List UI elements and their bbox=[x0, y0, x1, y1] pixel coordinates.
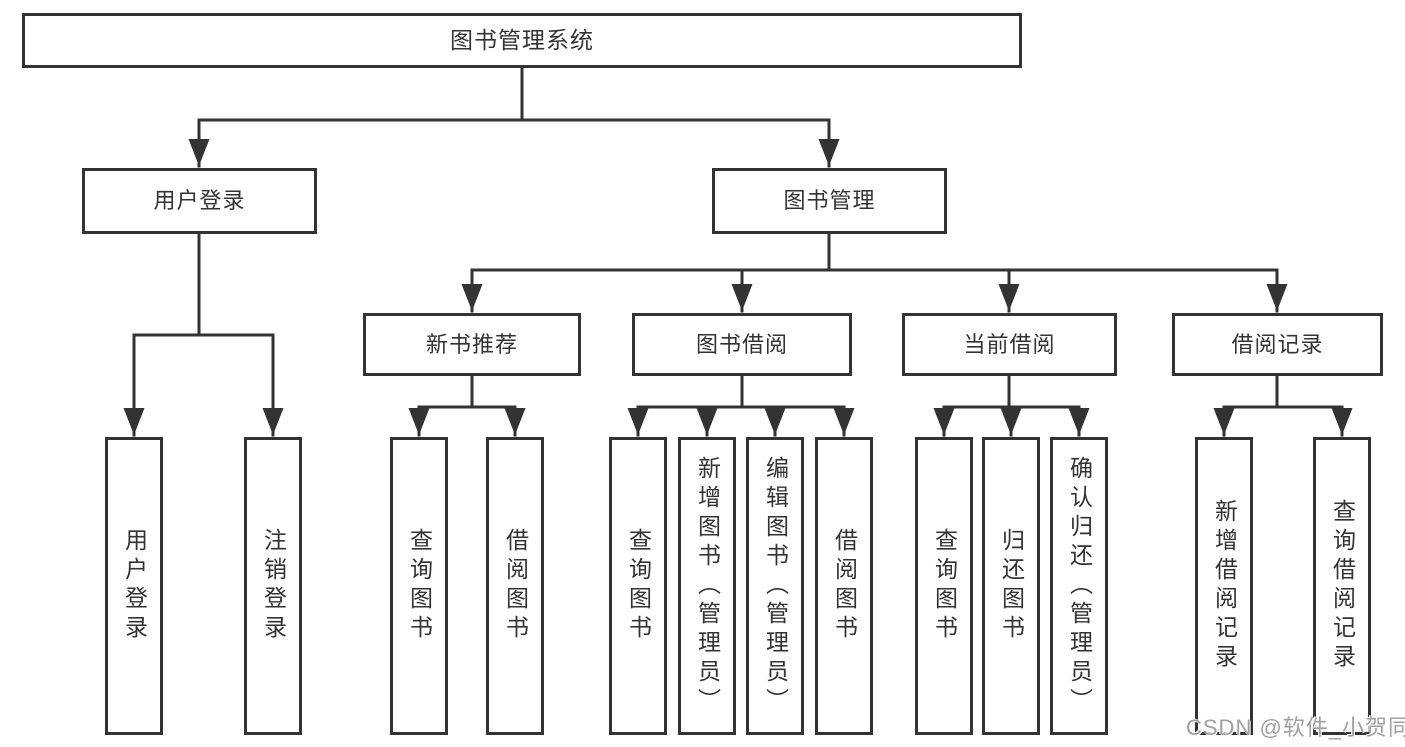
leaf-query-borrow-record: 查询借阅记录 bbox=[1313, 437, 1371, 735]
new-book-recommend-connectors bbox=[408, 374, 526, 437]
node-label: 图书借阅 bbox=[695, 331, 788, 357]
leaf-logout: 注销登录 bbox=[244, 437, 302, 735]
leaf-label: 查询借阅记录 bbox=[1329, 499, 1356, 673]
node-current-borrow: 当前借阅 bbox=[902, 313, 1117, 376]
leaf-label: 用户登录 bbox=[121, 528, 148, 644]
leaf-query-books-1: 查询图书 bbox=[390, 437, 448, 735]
leaf-confirm-return-admin: 确认归还（管理员） bbox=[1050, 437, 1108, 735]
current-borrow-connectors bbox=[933, 374, 1090, 437]
leaf-label: 归还图书 bbox=[998, 528, 1025, 644]
leaf-add-borrow-record: 新增借阅记录 bbox=[1195, 437, 1253, 735]
leaf-add-books-admin: 新增图书（管理员） bbox=[678, 437, 736, 735]
book-borrow-connectors bbox=[627, 374, 855, 437]
leaf-label: 新增借阅记录 bbox=[1211, 499, 1238, 673]
user-login-connectors bbox=[123, 232, 284, 437]
leaf-label: 注销登录 bbox=[260, 528, 287, 644]
node-label: 当前借阅 bbox=[963, 331, 1056, 357]
node-book-management-group: 图书管理 bbox=[712, 168, 947, 234]
leaf-label: 借阅图书 bbox=[831, 528, 858, 644]
node-label: 图书管理系统 bbox=[450, 27, 594, 53]
leaf-label: 查询图书 bbox=[625, 528, 652, 644]
node-label: 新书推荐 bbox=[425, 331, 518, 357]
leaf-query-books-2: 查询图书 bbox=[609, 437, 667, 735]
leaf-label: 查询图书 bbox=[931, 528, 958, 644]
book-management-connectors bbox=[461, 232, 1288, 313]
leaf-label: 借阅图书 bbox=[502, 528, 529, 644]
node-user-login-group: 用户登录 bbox=[82, 168, 317, 234]
leaf-return-books: 归还图书 bbox=[982, 437, 1040, 735]
node-label: 借阅记录 bbox=[1231, 331, 1324, 357]
leaf-label: 编辑图书（管理员） bbox=[762, 455, 789, 717]
csdn-watermark: CSDN @软件_小贺同学 bbox=[1186, 715, 1405, 740]
leaf-label: 查询图书 bbox=[406, 528, 433, 644]
node-label: 用户登录 bbox=[153, 188, 246, 213]
leaf-user-login: 用户登录 bbox=[105, 437, 163, 735]
leaf-edit-books-admin: 编辑图书（管理员） bbox=[746, 437, 804, 735]
leaf-label: 确认归还（管理员） bbox=[1066, 455, 1093, 717]
leaf-borrow-books-2: 借阅图书 bbox=[815, 437, 873, 735]
node-label: 图书管理 bbox=[783, 188, 876, 213]
borrow-record-connectors bbox=[1213, 374, 1353, 437]
node-library-management-system: 图书管理系统 bbox=[22, 13, 1022, 68]
leaf-label: 新增图书（管理员） bbox=[694, 455, 721, 717]
root-connectors bbox=[188, 65, 840, 168]
node-borrow-record: 借阅记录 bbox=[1172, 313, 1383, 376]
node-book-borrow: 图书借阅 bbox=[632, 313, 852, 376]
leaf-query-books-3: 查询图书 bbox=[915, 437, 973, 735]
node-new-book-recommend: 新书推荐 bbox=[363, 313, 581, 376]
leaf-borrow-books-1: 借阅图书 bbox=[486, 437, 544, 735]
